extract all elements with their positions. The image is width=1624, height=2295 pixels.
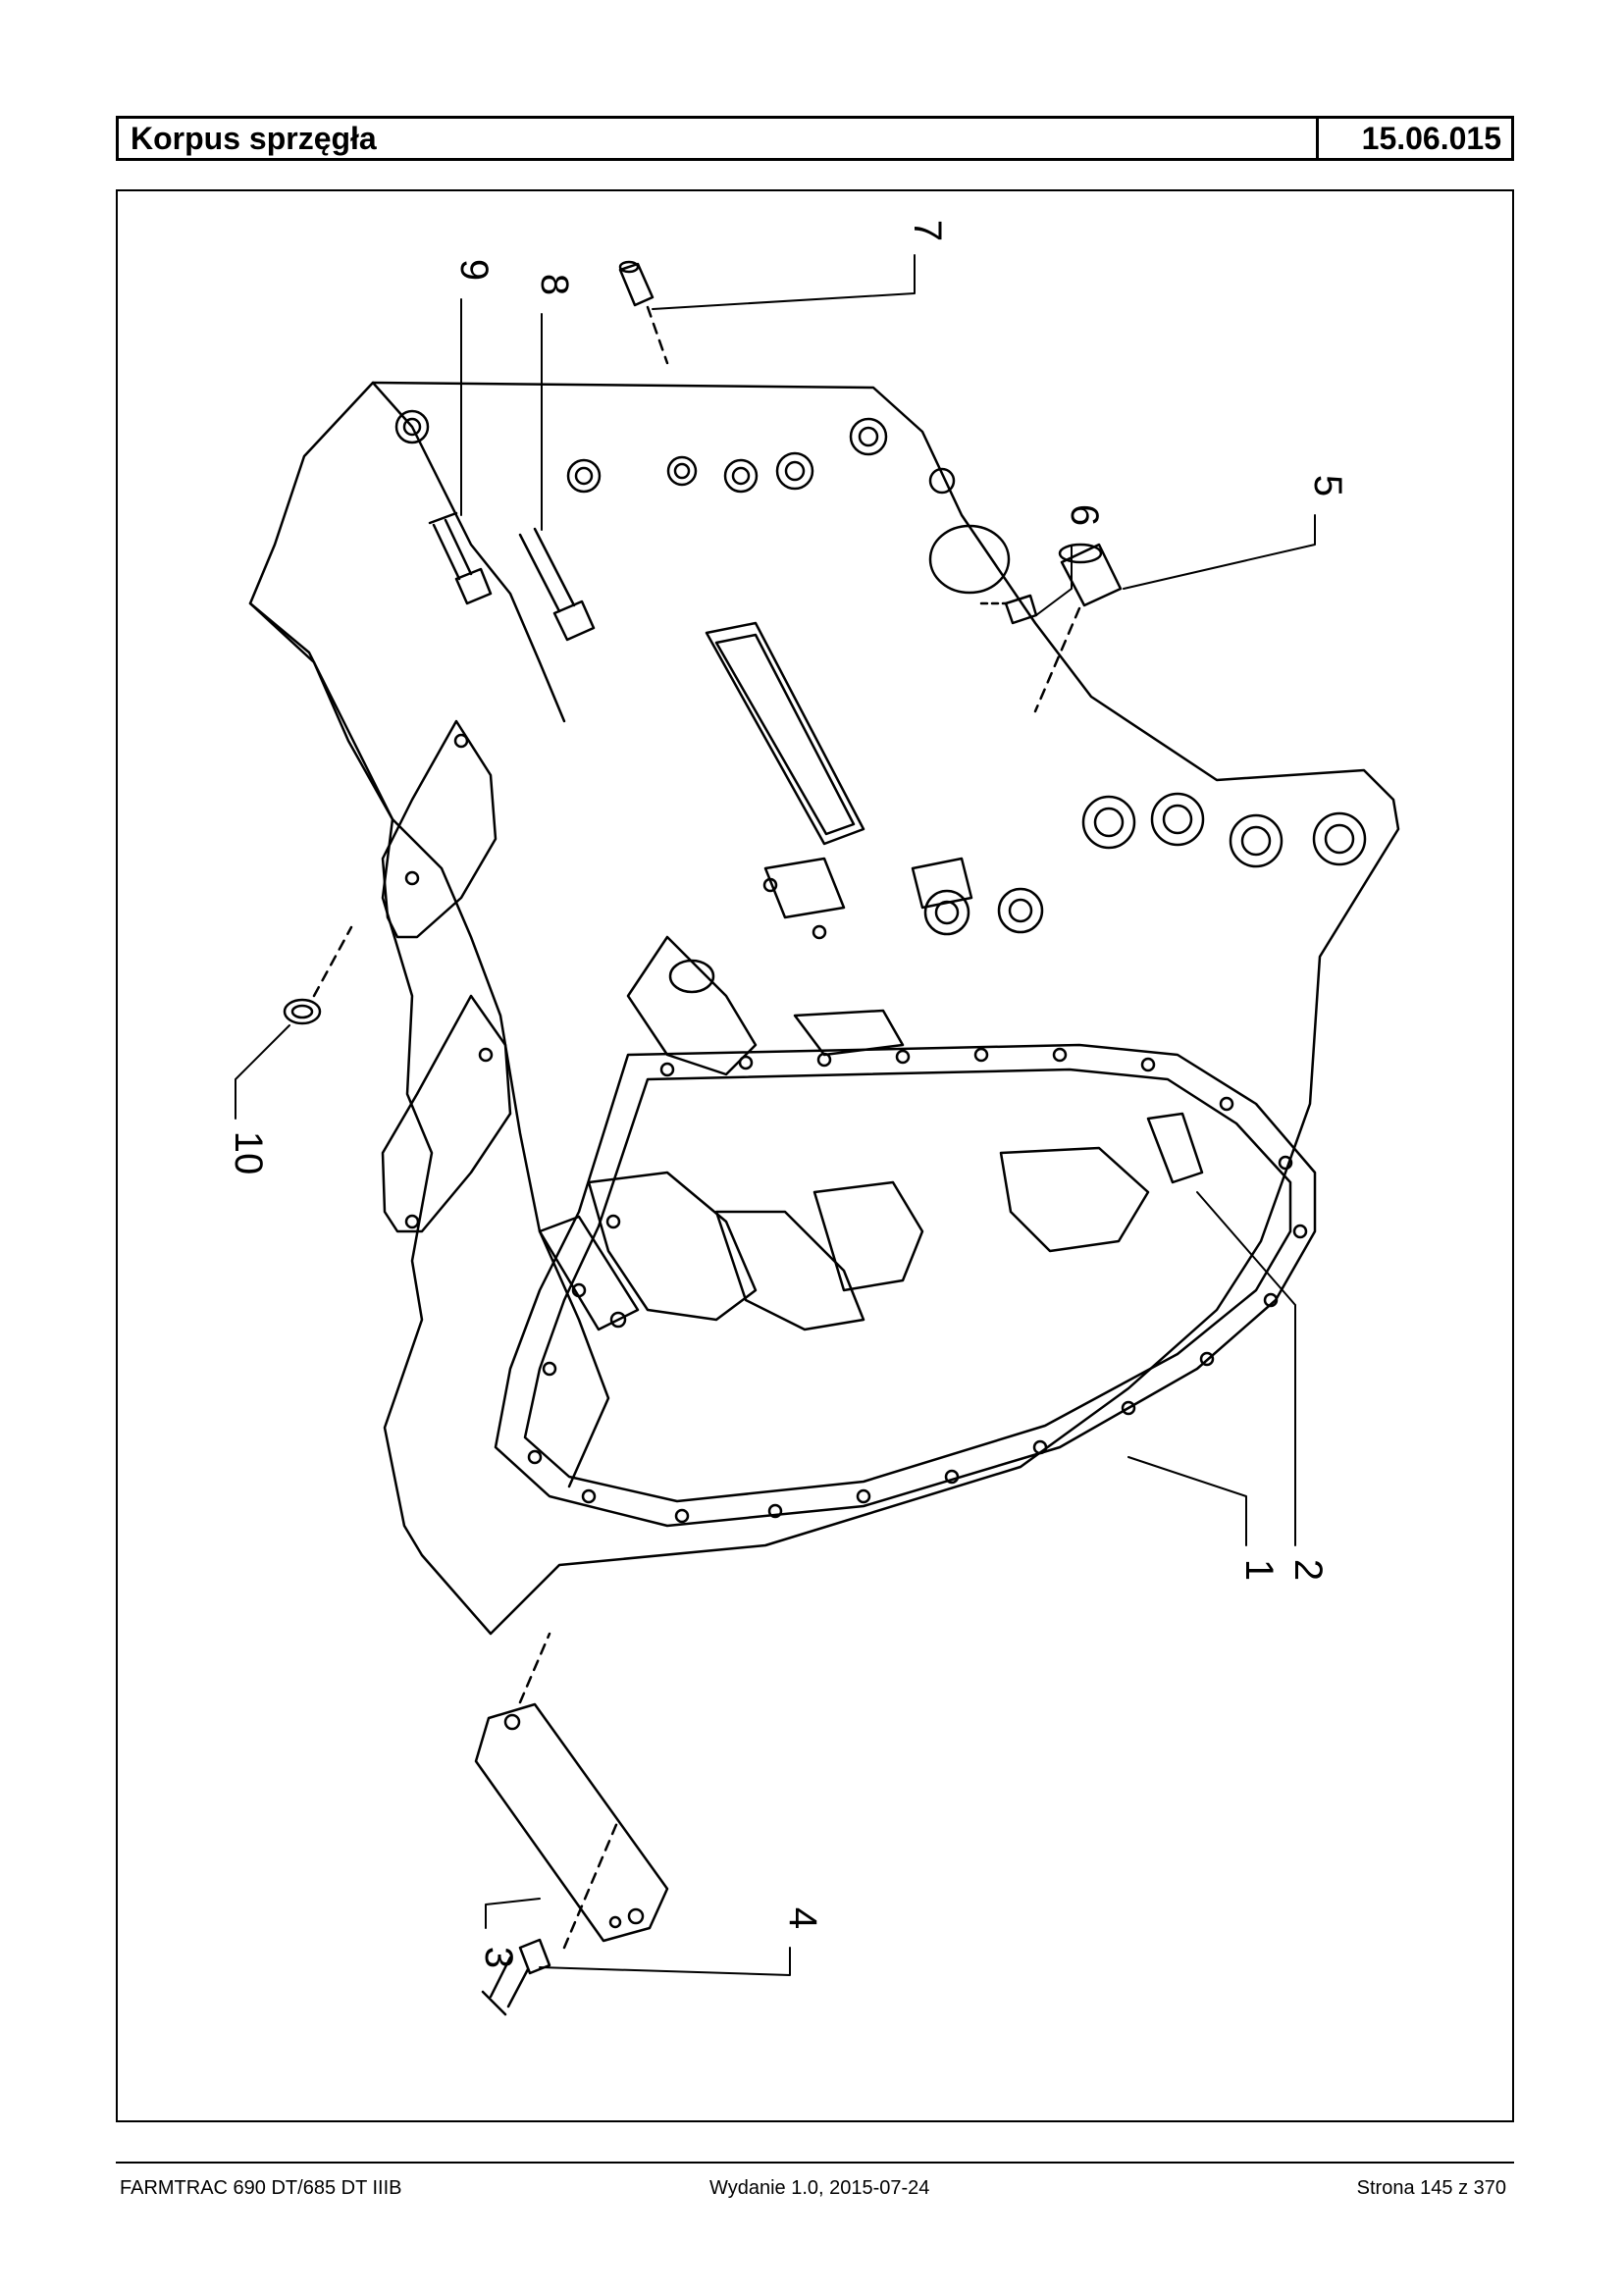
- boss: [666, 455, 698, 487]
- boss: [1312, 811, 1367, 866]
- page-header: Korpus sprzęgła 15.06.015: [116, 116, 1514, 161]
- callout-10: 10: [227, 1131, 270, 1175]
- page-footer: FARMTRAC 690 DT/685 DT IIIB Wydanie 1.0,…: [116, 2173, 1514, 2203]
- boss: [1229, 813, 1283, 868]
- callout-8: 8: [533, 274, 576, 295]
- boss: [997, 887, 1044, 934]
- boss: [673, 462, 691, 480]
- part-6-plug: [979, 594, 1038, 625]
- part-10-ring: [283, 925, 353, 1025]
- callout-5: 5: [1306, 475, 1349, 496]
- boss: [1150, 792, 1205, 847]
- part-8-bolt: [518, 527, 596, 642]
- part-9-bolt: [428, 511, 493, 605]
- leader-1: [1127, 1456, 1247, 1546]
- leader-6: [1035, 546, 1073, 616]
- boss: [923, 889, 970, 936]
- housing-side-edge: [248, 601, 610, 1488]
- round-plug: [928, 524, 1011, 595]
- callout-4: 4: [781, 1907, 824, 1929]
- footer-model: FARMTRAC 690 DT/685 DT IIIB: [120, 2177, 402, 2199]
- callout-3: 3: [477, 1947, 520, 1968]
- callout-2: 2: [1286, 1559, 1330, 1581]
- cover-plate-lower: [381, 994, 512, 1233]
- page-title: Korpus sprzęgła: [119, 119, 1319, 158]
- boss: [566, 458, 602, 494]
- boss: [723, 458, 759, 494]
- callout-6: 6: [1063, 504, 1106, 526]
- part-5-sleeve: [1033, 543, 1123, 713]
- exploded-view-figure: 7 9 8 6 5 10 1 2 3 4: [116, 189, 1514, 2122]
- boss: [858, 426, 879, 447]
- boss: [574, 466, 594, 486]
- leader-5: [1123, 514, 1316, 590]
- side-pad: [911, 857, 973, 910]
- housing-outline: [248, 381, 1400, 1636]
- part-4-bolt: [481, 1818, 620, 2016]
- cast-window: [705, 621, 865, 846]
- callout-9: 9: [452, 259, 496, 281]
- side-pad: [763, 857, 846, 919]
- part-7-pin: [618, 260, 669, 365]
- boss: [784, 460, 806, 482]
- boss: [775, 451, 814, 491]
- leader-7: [652, 254, 916, 310]
- boss: [731, 466, 751, 486]
- footer-page-number: Strona 145 z 370: [1356, 2177, 1506, 2199]
- inner-boss: [538, 1215, 640, 1331]
- clutch-housing-drawing: 7 9 8 6 5 10 1 2 3 4: [227, 220, 1400, 2016]
- boss: [402, 417, 422, 437]
- boss: [849, 417, 888, 456]
- boss: [928, 467, 956, 495]
- leader-4: [539, 1947, 791, 1976]
- callout-7: 7: [906, 220, 949, 241]
- leader-3: [485, 1898, 541, 1929]
- footer-edition: Wydanie 1.0, 2015-07-24: [709, 2177, 930, 2199]
- part-3-cover-plate: [474, 1632, 669, 1943]
- section-code: 15.06.015: [1361, 121, 1501, 156]
- boss: [1081, 795, 1136, 850]
- cover-plate-upper: [381, 719, 498, 939]
- leader-2: [1196, 1191, 1296, 1546]
- flange-ring: [494, 1043, 1317, 1528]
- boss: [394, 409, 430, 444]
- footer-divider: [116, 2162, 1514, 2164]
- callout-1: 1: [1237, 1559, 1281, 1581]
- leader-10: [235, 1024, 290, 1120]
- housing-top-rib: [371, 381, 566, 723]
